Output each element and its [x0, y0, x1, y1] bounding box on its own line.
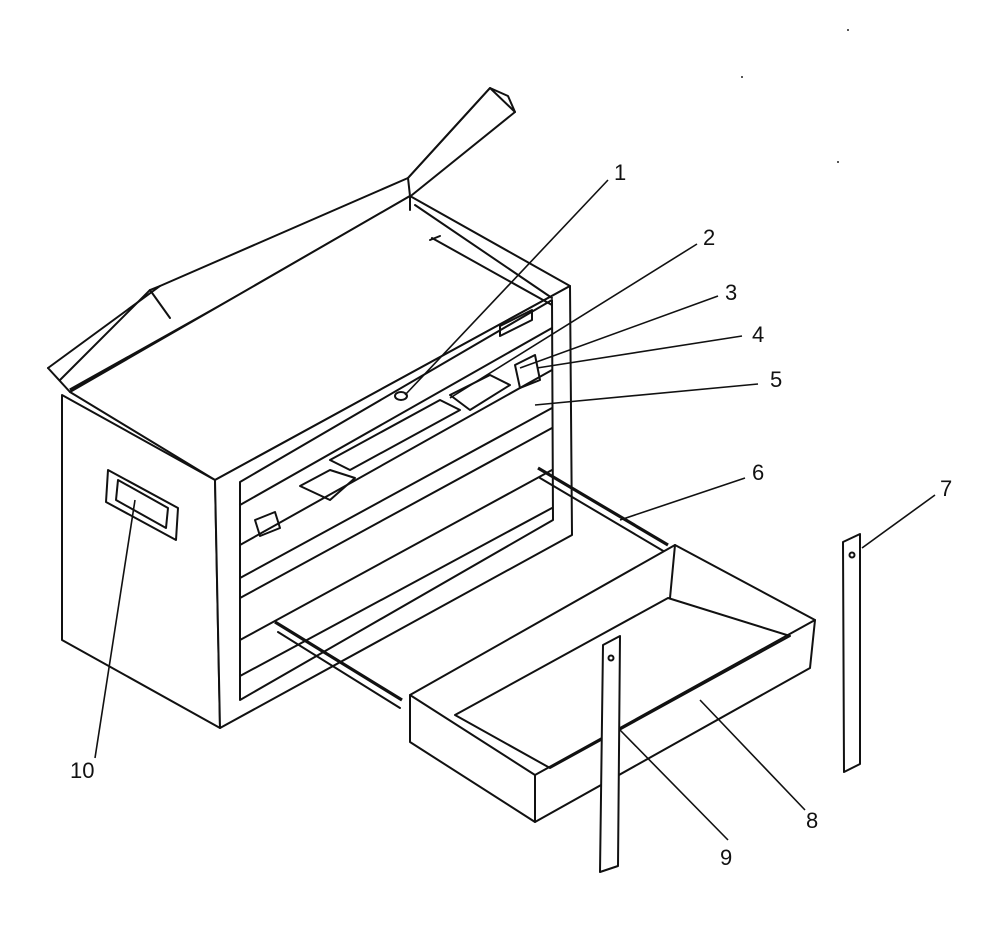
drawer-slide [274, 466, 669, 709]
callout-10: 10 [70, 758, 94, 783]
scan-specks [741, 29, 849, 163]
callouts: 1 2 3 4 5 6 7 8 9 10 [70, 160, 952, 870]
callout-6: 6 [752, 460, 764, 485]
callout-1: 1 [614, 160, 626, 185]
side-handle [105, 469, 179, 541]
callout-5: 5 [770, 367, 782, 392]
callout-4: 4 [752, 322, 764, 347]
callout-2: 2 [703, 225, 715, 250]
callout-3: 3 [725, 280, 737, 305]
drawer-liner-strip [599, 635, 621, 873]
callout-9: 9 [720, 845, 732, 870]
chest-body [61, 195, 573, 729]
leader-lines [94, 179, 936, 841]
liner-strip-separate [842, 533, 861, 773]
callout-7: 7 [940, 476, 952, 501]
callout-8: 8 [806, 808, 818, 833]
